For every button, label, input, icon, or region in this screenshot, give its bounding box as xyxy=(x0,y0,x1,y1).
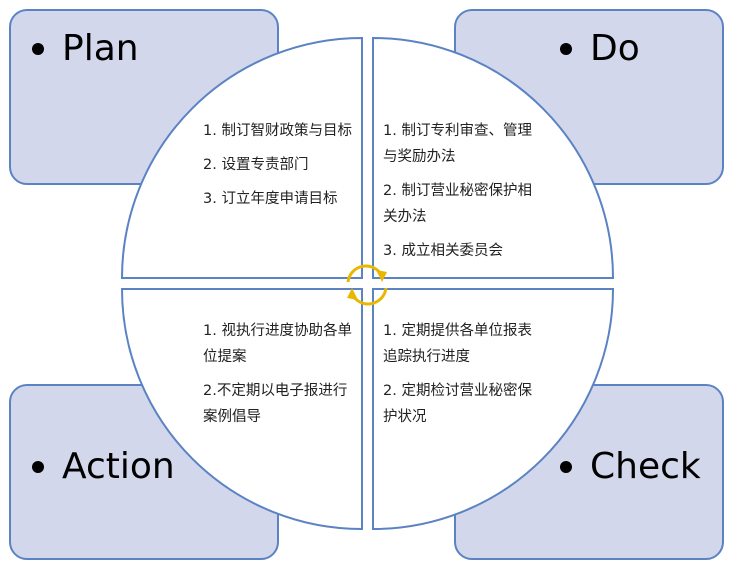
cycle-arrowheads-icon xyxy=(347,270,387,300)
plan-item-1: 1. 制订智财政策与目标 xyxy=(203,123,352,139)
do-item-3: 3. 成立相关委员会 xyxy=(383,243,503,259)
do-label: Do xyxy=(560,28,640,69)
plan-item-2: 2. 设置专责部门 xyxy=(203,157,309,173)
check-items: 1. 定期提供各单位报表追踪执行进度 2. 定期检讨营业秘密保护状况 xyxy=(383,318,533,438)
bullet-icon xyxy=(560,42,572,55)
plan-item-3: 3. 订立年度申请目标 xyxy=(203,191,338,207)
do-title: Do xyxy=(590,28,640,69)
plan-items: 1. 制订智财政策与目标 2. 设置专责部门 3. 订立年度申请目标 xyxy=(203,118,353,220)
quadrant-check xyxy=(372,288,615,531)
do-items: 1. 制订专利审查、管理与奖励办法 2. 制订营业秘密保护相关办法 3. 成立相… xyxy=(383,118,533,272)
quadrant-do xyxy=(372,36,615,279)
action-label: Action xyxy=(32,446,175,487)
bullet-icon xyxy=(32,42,44,55)
plan-label: Plan xyxy=(32,28,139,69)
quadrant-action xyxy=(120,288,363,531)
action-item-1: 1. 视执行进度协助各单位提案 xyxy=(203,323,352,365)
plan-title: Plan xyxy=(62,28,139,69)
check-title: Check xyxy=(590,446,701,487)
quadrant-plan xyxy=(120,36,363,279)
do-item-2: 2. 制订营业秘密保护相关办法 xyxy=(383,183,532,225)
action-items: 1. 视执行进度协助各单位提案 2.不定期以电子报进行案例倡导 xyxy=(203,318,358,438)
action-title: Action xyxy=(62,446,175,487)
bullet-icon xyxy=(560,460,572,473)
check-item-1: 1. 定期提供各单位报表追踪执行进度 xyxy=(383,323,532,365)
bullet-icon xyxy=(32,460,44,473)
check-label: Check xyxy=(560,446,701,487)
do-item-1: 1. 制订专利审查、管理与奖励办法 xyxy=(383,123,532,165)
check-item-2: 2. 定期检讨营业秘密保护状况 xyxy=(383,383,532,425)
action-item-2: 2.不定期以电子报进行案例倡导 xyxy=(203,383,348,425)
